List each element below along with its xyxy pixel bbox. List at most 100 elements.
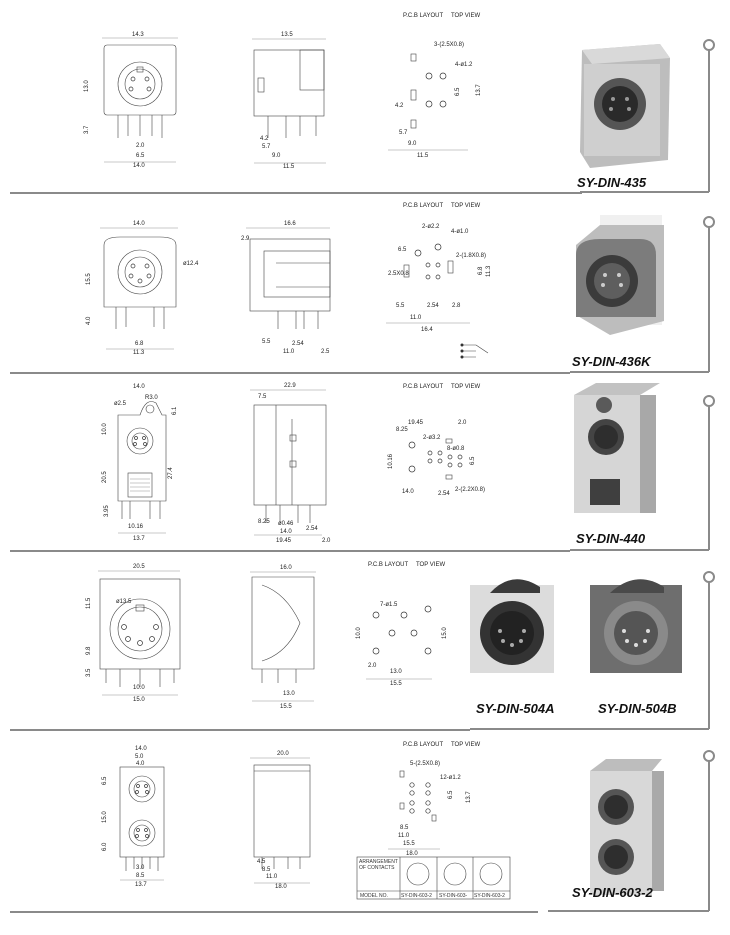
contacts-table-model-1: SY-DIN-603-2 [401,893,432,899]
dim-pcb-0: 19.45 [408,420,424,426]
drawing-din-603-2: 14.0 5.0 4.0 6.5 15.0 6.0 3.0 8.5 13.7 2… [102,742,715,912]
dim-front-0: 14.0 [133,384,145,390]
pcb-layout: P.C.B LAYOUT TOP VIEW 5-(2.5X0.8) 12-ø1.… [388,742,480,857]
front-view: 20.5 ø13.5 11.5 9.8 3.5 10.0 15.0 [86,564,181,703]
dim-front-1: 13.0 [84,80,90,92]
drawing-din-504: 20.5 ø13.5 11.5 9.8 3.5 10.0 15.0 16.0 1… [86,562,715,730]
dim-side-0: 16.6 [284,221,296,227]
product-photo [580,44,670,168]
top-view-label: TOP VIEW [451,742,480,748]
dim-front-2: 4.0 [136,761,145,767]
dim-side-5: 2.5 [321,349,330,355]
model-label: SY-DIN-603-2 [572,885,653,900]
dim-pcb-2: 8.25 [396,427,408,433]
dim-front-4: 6.5 [136,153,145,159]
dim-pcb-1: 2.0 [458,420,467,426]
dim-pcb-0: 3-(2.5X0.8) [434,42,464,48]
dim-front-6: 3.0 [136,865,145,871]
contacts-table-model-3: SY-DIN-603-2 [474,893,505,899]
dim-side-2: 8.5 [262,867,271,873]
model-label: SY-DIN-440 [576,531,646,546]
top-view-label: TOP VIEW [451,384,480,390]
model-label-504a: SY-DIN-504A [476,701,555,716]
pcb-layout: P.C.B LAYOUT TOP VIEW 19.45 2.0 8.25 2-ø… [388,384,485,497]
product-photo-504a [470,579,554,673]
dim-pcb-3: 13.7 [476,84,482,96]
product-photo [574,383,660,513]
dim-pcb-6: 15.5 [403,841,415,847]
product-row-din-436k: 14.0 ø12.4 15.5 4.0 6.8 11.3 16.6 2.9 5.… [0,195,730,375]
dim-pcb-5: 10.16 [388,453,394,469]
dim-front-1: 5.0 [135,754,144,760]
dim-pcb-7: 5.5 [396,303,405,309]
dim-pcb-7: 2-(2.2X0.8) [455,487,485,493]
dim-side-1: 2.9 [241,236,250,242]
dim-side-2: 8.25 [258,519,270,525]
product-row-din-440: 14.0 ø2.5 R3.0 6.1 10.0 20.5 27.4 3.95 1… [0,375,730,553]
dim-front-2: 3.7 [84,125,90,134]
dim-side-3: 9.0 [272,153,281,159]
dim-front-5: 10.0 [133,685,145,691]
model-label: SY-DIN-436K [572,354,651,369]
dim-side-4: 18.0 [275,884,287,890]
product-photo-504b [590,579,682,673]
top-view-label: TOP VIEW [416,562,445,568]
dim-pcb-6: 14.0 [402,489,414,495]
contacts-table [356,856,511,900]
dim-pcb-2: 15.0 [442,627,448,639]
model-label-504b: SY-DIN-504B [598,701,677,716]
dim-side-0: 13.5 [281,32,293,38]
dim-pcb-0: 2-ø2.2 [422,224,440,230]
dim-front-7: 8.5 [136,873,145,879]
pcb-header-label: P.C.B LAYOUT [403,13,443,19]
dim-front-9: 13.7 [133,536,145,542]
side-view: 16.6 2.9 5.5 2.54 11.0 2.5 [241,221,331,355]
dim-side-4: 11.5 [283,164,295,170]
dim-pcb-9: 6.5 [470,456,476,465]
dim-side-4: 11.0 [283,349,295,355]
dim-side-0: 22.9 [284,383,296,389]
dim-pcb-6: 9.0 [408,141,417,147]
dim-front-1: ø12.4 [183,261,199,267]
product-row-din-435: 14.3 13.0 3.7 2.0 6.5 14.0 13.5 [0,0,730,195]
dim-pcb-5: 5.7 [399,130,408,136]
dim-front-3: 9.8 [86,646,92,655]
dim-pcb-0: 7-ø1.5 [380,602,398,608]
dim-pcb-3: 2-ø3.2 [423,435,441,441]
dim-front-5: 20.5 [102,471,108,483]
side-view: 22.9 7.5 8.25 ø0.46 14.0 2.54 19.45 2.0 [250,383,331,544]
dim-pcb-4: 8.5 [400,825,409,831]
contacts-table-row1-label: ARRANGEMENT OF CONTACTS [359,859,398,871]
dim-front-4: 15.0 [102,811,108,823]
dim-side-0: 16.0 [280,565,292,571]
dim-side-1: 13.0 [283,691,295,697]
drawing-din-435: 14.3 13.0 3.7 2.0 6.5 14.0 13.5 [84,13,715,193]
pcb-header-label: P.C.B LAYOUT [403,742,443,748]
dim-pcb-3: 2.0 [368,663,377,669]
dim-front-8: 10.16 [128,524,144,530]
drawing-din-436k: 14.0 ø12.4 15.5 4.0 6.8 11.3 16.6 2.9 5.… [86,203,715,373]
dim-front-5: 6.0 [102,842,108,851]
dim-pcb-11: 16.4 [421,327,433,333]
pcb-header-label: P.C.B LAYOUT [368,562,408,568]
front-view: 14.0 ø12.4 15.5 4.0 6.8 11.3 [86,221,199,356]
dim-front-7: 3.95 [104,505,110,517]
dim-side-1: 7.5 [258,394,267,400]
dim-pcb-5: 6.8 [478,266,484,275]
dim-side-3: ø0.46 [278,521,294,527]
dim-front-5: 14.0 [133,163,145,169]
dim-pcb-3: 2-(1.8X0.8) [456,253,486,259]
dim-pcb-1: 10.0 [356,627,362,639]
dim-pcb-10: 11.0 [410,315,422,321]
pcb-header-label: P.C.B LAYOUT [403,203,443,209]
product-row-din-504: 20.5 ø13.5 11.5 9.8 3.5 10.0 15.0 16.0 1… [0,553,730,733]
side-view: 20.0 4.5 8.5 11.0 18.0 [250,751,311,890]
dim-side-1: 4.5 [257,859,266,865]
dim-pcb-4: 2.5X0.8 [388,271,409,277]
dim-pcb-1: 12-ø1.2 [440,775,461,781]
dim-front-3: 6.5 [102,776,108,785]
product-photo [576,215,664,335]
dim-pcb-4: 13.0 [390,669,402,675]
top-view-label: TOP VIEW [451,203,480,209]
pcb-header-label: P.C.B LAYOUT [403,384,443,390]
